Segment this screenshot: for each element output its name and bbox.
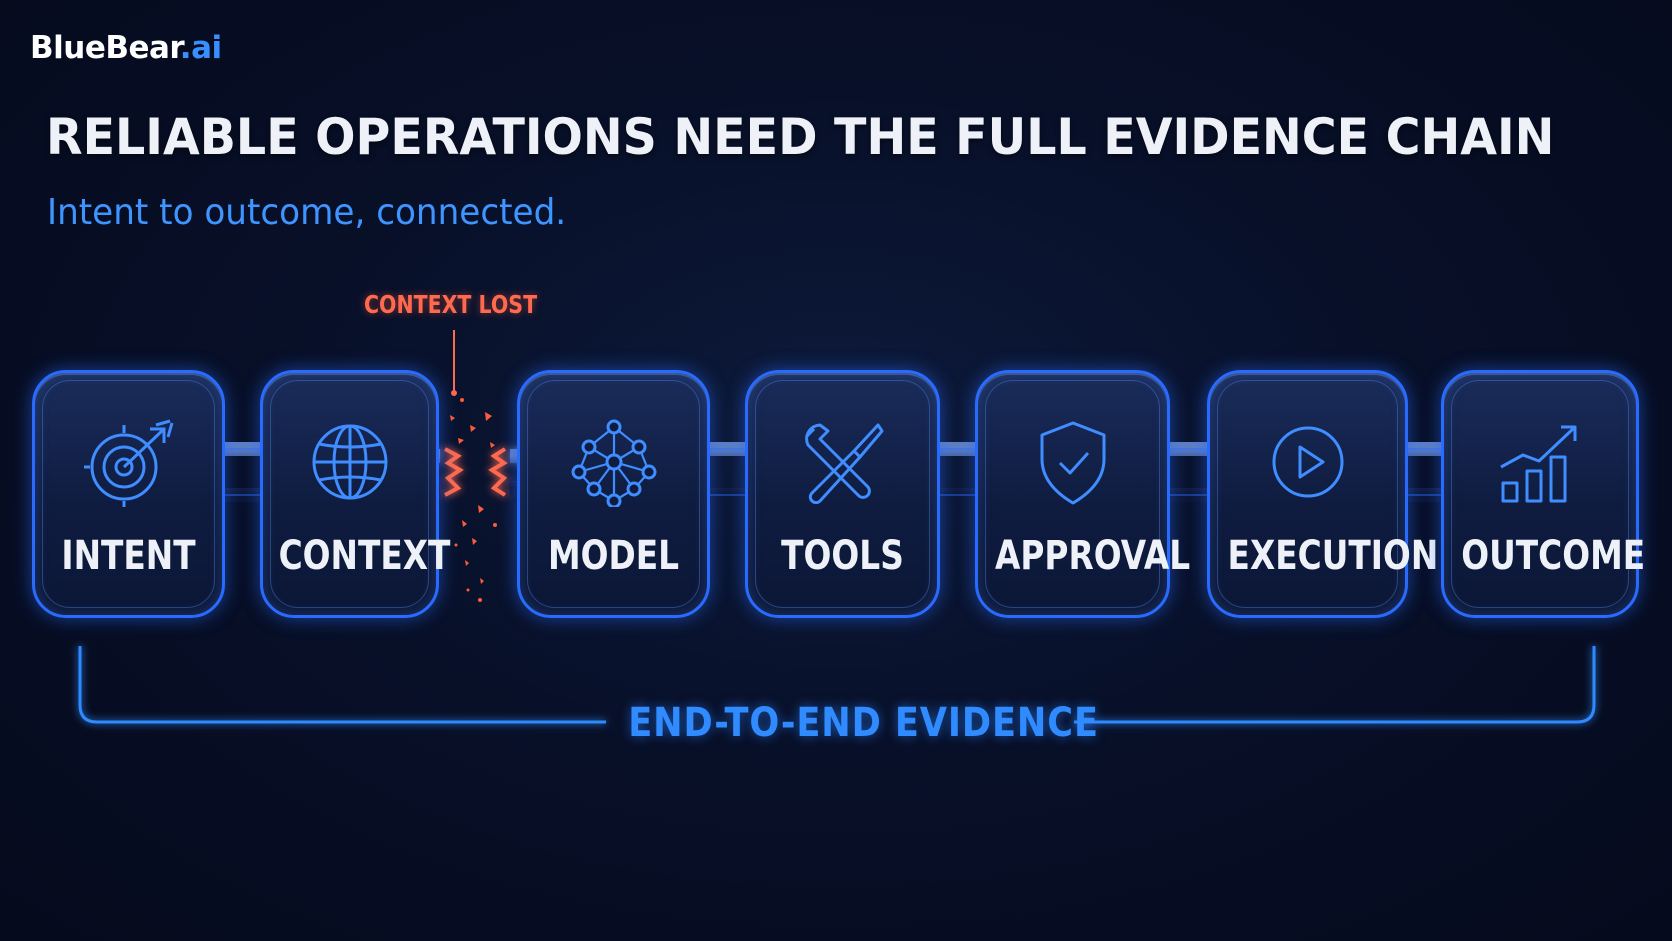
tools-icon: [804, 423, 883, 505]
stage-context: CONTEXT: [260, 370, 451, 618]
stage-label: TOOLS: [781, 533, 904, 579]
brand-name: BlueBear: [30, 30, 180, 66]
stage-label: CONTEXT: [278, 533, 451, 579]
target-icon: [83, 419, 173, 507]
network-icon: [571, 419, 656, 507]
stage-label: MODEL: [547, 533, 680, 579]
stage-label: EXECUTION: [1227, 533, 1439, 579]
brand-logo: BlueBear.ai: [30, 30, 222, 66]
globe-icon: [312, 424, 387, 500]
play-icon: [1272, 426, 1343, 498]
stage-tools: TOOLS: [745, 370, 940, 618]
brand-suffix: .ai: [179, 30, 222, 66]
stage-label: INTENT: [61, 533, 196, 579]
break-sparks: [450, 398, 497, 602]
page-title: RELIABLE OPERATIONS NEED THE FULL EVIDEN…: [46, 108, 1555, 166]
page-subtitle: Intent to outcome, connected.: [47, 192, 567, 233]
stage-label: APPROVAL: [995, 533, 1191, 579]
context-lost-label: CONTEXT LOST: [364, 290, 538, 319]
stage-intent: INTENT: [32, 370, 225, 618]
growth-chart-icon: [1500, 425, 1577, 503]
stage-execution: EXECUTION: [1207, 370, 1439, 618]
end-to-end-evidence-label: END-TO-END EVIDENCE: [628, 700, 1099, 746]
evidence-bracket-right: [1074, 646, 1596, 724]
shield-check-icon: [1040, 421, 1105, 505]
stage-model: MODEL: [517, 370, 710, 618]
stage-outcome: OUTCOME: [1441, 370, 1646, 618]
stage-approval: APPROVAL: [975, 370, 1191, 618]
stage-label: OUTCOME: [1461, 533, 1646, 579]
evidence-bracket-left: [78, 646, 606, 724]
